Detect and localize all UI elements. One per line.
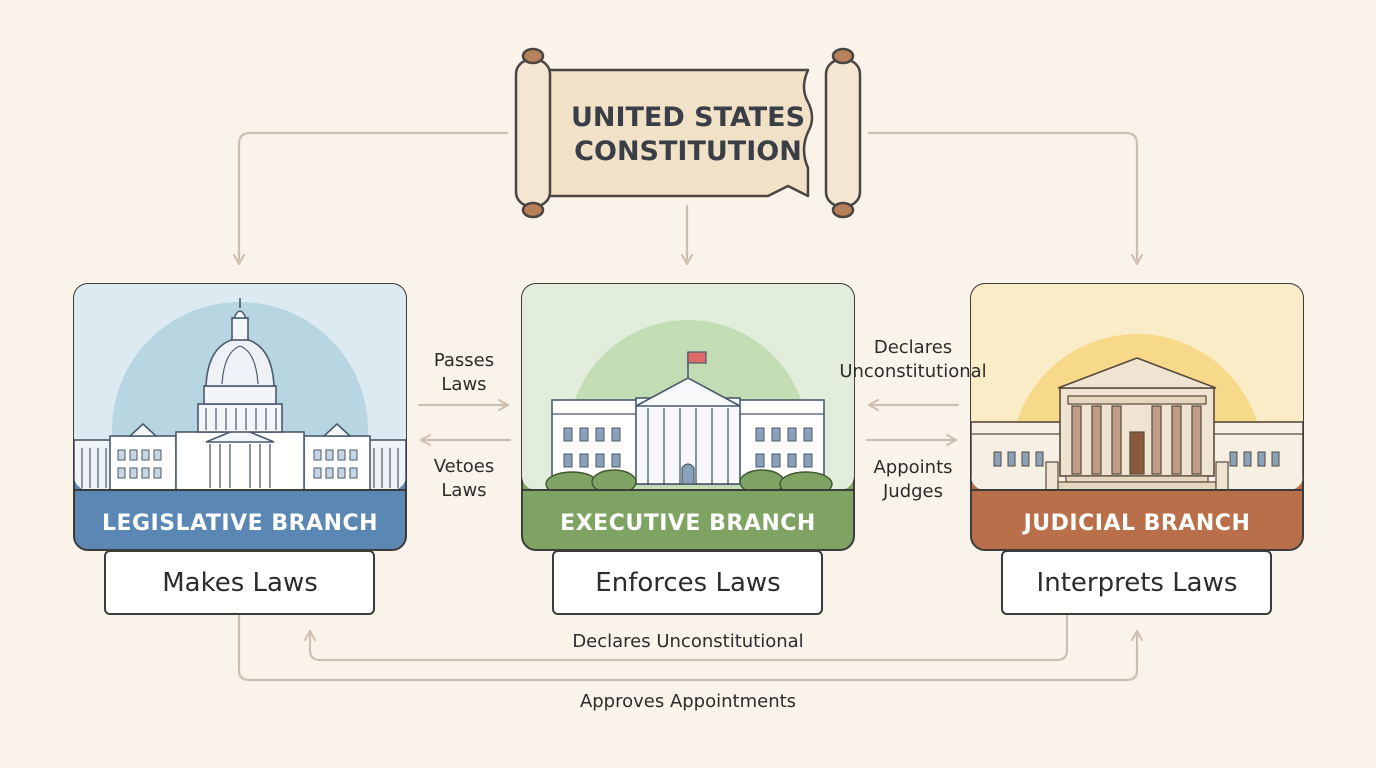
- executive-duty: Enforces Laws: [595, 568, 780, 598]
- legislative-duty: Makes Laws: [162, 568, 318, 598]
- label-declares-unconstitutional-leg: Declares Unconstitutional: [572, 631, 803, 652]
- executive-duty-box: Enforces Laws: [552, 550, 823, 615]
- label-vetoes-laws-line2: Laws: [441, 480, 486, 501]
- label-declares-unconstitutional-exec-line2: Unconstitutional: [839, 361, 986, 382]
- label-appoints-judges-line1: Appoints: [873, 457, 952, 478]
- legislative-duty-box: Makes Laws: [104, 550, 375, 615]
- label-declares-unconstitutional-exec-line1: Declares: [874, 337, 952, 358]
- label-approves-appointments: Approves Appointments: [580, 691, 796, 712]
- label-passes-laws-line2: Laws: [441, 374, 486, 395]
- legislative-branch-card: LEGISLATIVE BRANCH: [73, 283, 407, 551]
- label-passes-laws-line1: Passes: [434, 350, 494, 371]
- constitution-title-line1: UNITED STATES: [571, 102, 805, 133]
- judicial-branch-card: JUDICIAL BRANCH: [970, 283, 1304, 551]
- judicial-duty: Interprets Laws: [1037, 568, 1238, 598]
- legislative-branch-title: LEGISLATIVE BRANCH: [102, 511, 378, 536]
- executive-branch-title: EXECUTIVE BRANCH: [560, 511, 816, 536]
- arrow-constitution-to-judicial: [867, 131, 1143, 266]
- arrow-declares-unconstitutional-leg: [304, 614, 1069, 662]
- arrow-constitution-to-legislative: [233, 131, 509, 266]
- executive-branch-card: EXECUTIVE BRANCH: [521, 283, 855, 551]
- white-house-icon: [545, 351, 833, 490]
- constitution-title-line2: CONSTITUTION: [574, 136, 802, 167]
- connectors: [233, 131, 1143, 682]
- shrubs: [545, 469, 833, 490]
- arrow-approves-appointments: [237, 614, 1143, 682]
- label-appoints-judges-line2: Judges: [882, 481, 943, 502]
- supreme-court-icon: [971, 357, 1303, 490]
- judicial-duty-box: Interprets Laws: [1001, 550, 1272, 615]
- label-vetoes-laws-line1: Vetoes: [434, 456, 495, 477]
- capitol-building-icon: [74, 298, 406, 490]
- judicial-branch-title: JUDICIAL BRANCH: [1022, 511, 1251, 536]
- constitution-scroll: UNITED STATES CONSTITUTION: [514, 47, 862, 219]
- relation-labels: Passes Laws Vetoes Laws Declares Unconst…: [434, 337, 987, 712]
